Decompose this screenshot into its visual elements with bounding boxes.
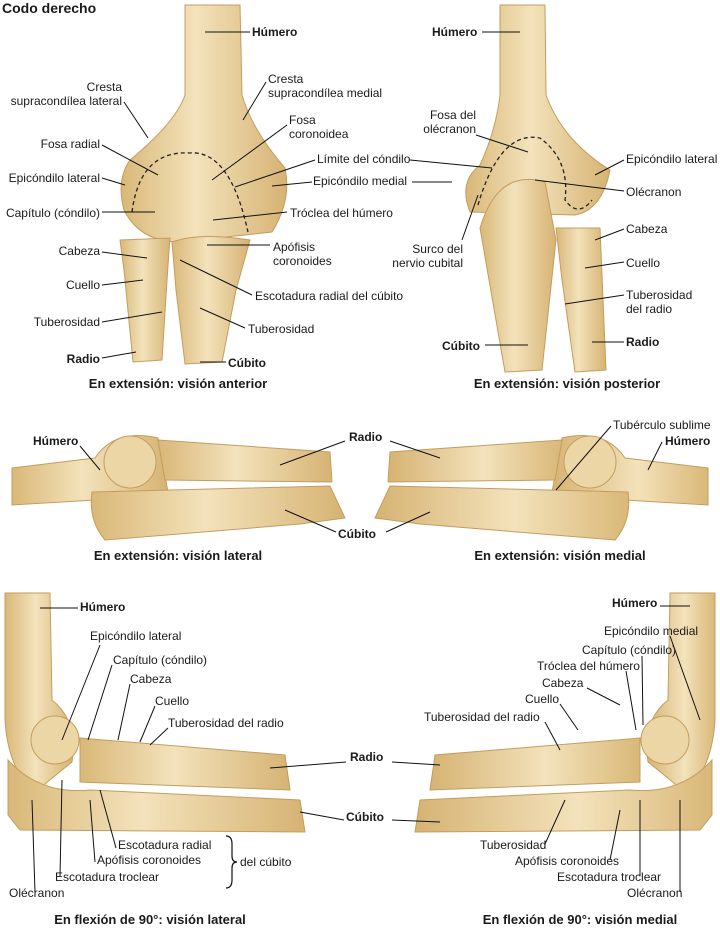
label-capitulo-medial-flex: Capítulo (cóndilo)	[582, 643, 677, 657]
label-cabeza-posterior: Cabeza	[626, 222, 668, 236]
label-escotadura-radial: Escotadura radial del cúbito	[255, 289, 404, 303]
label-tuberosidad-radio-posterior: Tuberosidad del radio	[626, 288, 693, 316]
label-del-cubito: del cúbito	[240, 855, 292, 869]
label-troclea: Tróclea del húmero	[290, 206, 393, 220]
label-cabeza-flex: Cabeza	[130, 672, 172, 686]
label-humero: Húmero	[252, 25, 298, 39]
label-cuello-posterior: Cuello	[626, 256, 661, 270]
label-humero-posterior: Húmero	[432, 25, 478, 39]
label-escotadura-troclear-flex: Escotadura troclear	[55, 870, 160, 884]
label-cuello: Cuello	[65, 278, 100, 292]
label-cubito: Cúbito	[228, 356, 266, 370]
label-humero-medial-ext: Húmero	[665, 434, 711, 448]
caption-medial-ext: En extensión: visión medial	[474, 548, 646, 563]
label-olecranon: Olécranon	[626, 185, 682, 199]
label-tuberosidad-cubito: Tuberosidad	[248, 322, 315, 336]
label-surco-nervio-cubital: Surco del nervio cubital	[392, 242, 463, 270]
label-cresta-medial: Cresta supracondílea medial	[268, 72, 383, 100]
label-cabeza-medial-flex: Cabeza	[542, 676, 584, 690]
label-tuberosidad-radio: Tuberosidad	[33, 315, 100, 329]
label-tuberosidad-radio-flex: Tuberosidad del radio	[168, 716, 284, 730]
label-cubito-flex: Cúbito	[346, 810, 384, 824]
label-cuello-flex: Cuello	[155, 694, 190, 708]
label-escotadura-troclear-medial-flex: Escotadura troclear	[557, 870, 662, 884]
label-apofisis-coronoides: Apófisis coronoides	[273, 240, 332, 268]
label-epicondilo-medial-flex: Epicóndilo medial	[604, 624, 699, 638]
caption-anterior: En extensión: visión anterior	[88, 376, 268, 391]
label-fosa-coronoidea: Fosa coronoidea	[289, 113, 349, 141]
label-escotadura-radial-flex: Escotadura radial	[118, 838, 212, 852]
label-capitulo-flex: Capítulo (cóndilo)	[113, 653, 208, 667]
caption-lateral-ext: En extensión: visión lateral	[93, 548, 263, 563]
label-apofisis-coronoides-medial-flex: Apófisis coronoides	[515, 854, 620, 868]
label-fosa-olecranon: Fosa del olécranon	[423, 108, 476, 136]
label-humero-lateral-flex: Húmero	[80, 600, 126, 614]
label-fosa-radial: Fosa radial	[40, 137, 100, 151]
label-humero-medial-flex: Húmero	[612, 596, 658, 610]
label-troclea-flex: Tróclea del húmero	[537, 659, 640, 673]
medial-extension-bones	[374, 435, 709, 541]
label-radio-flex: Radio	[350, 750, 384, 764]
label-olecranon-medial-flex: Olécranon	[627, 886, 683, 900]
label-cuello-medial-flex: Cuello	[525, 692, 560, 706]
label-epicondilo-medial: Epicóndilo medial	[313, 174, 408, 188]
label-cresta-lateral: Cresta supracondílea lateral	[10, 80, 122, 108]
label-olecranon-flex: Olécranon	[9, 886, 65, 900]
caption-medial-flex: En flexión de 90°: visión medial	[482, 912, 678, 927]
label-limite-condilo: Límite del cóndilo	[317, 152, 411, 166]
caption-lateral-flex: En flexión de 90°: visión lateral	[54, 912, 246, 927]
label-humero-lateral-ext: Húmero	[33, 434, 79, 448]
label-cubito-posterior: Cúbito	[442, 339, 480, 353]
label-apofisis-coronoides-flex: Apófisis coronoides	[97, 853, 202, 867]
label-tuberculo-sublime: Tubérculo sublime	[613, 418, 711, 432]
leader-lines	[31, 31, 701, 893]
label-tuberosidad-radio-medial-flex: Tuberosidad del radio	[424, 710, 540, 724]
figure-title: Codo derecho	[2, 0, 97, 16]
posterior-view-bones	[465, 4, 611, 373]
label-capitulo: Capítulo (cóndilo)	[5, 206, 100, 220]
label-epicondilo-lateral-flex: Epicóndilo lateral	[90, 629, 182, 643]
lateral-extension-bones	[11, 435, 346, 541]
label-epicondilo-lateral: Epicóndilo lateral	[8, 171, 100, 185]
label-tuberosidad-medial-flex: Tuberosidad	[480, 838, 547, 852]
label-cabeza: Cabeza	[58, 244, 100, 258]
anterior-view-bones	[119, 4, 288, 365]
label-epicondilo-lateral-posterior: Epicóndilo lateral	[626, 152, 718, 166]
label-cubito-ext: Cúbito	[338, 527, 376, 541]
label-radio: Radio	[66, 352, 100, 366]
brace-icon	[225, 835, 238, 889]
caption-posterior: En extensión: visión posterior	[473, 376, 661, 391]
label-radio-ext: Radio	[349, 430, 383, 444]
label-radio-posterior: Radio	[626, 335, 660, 349]
